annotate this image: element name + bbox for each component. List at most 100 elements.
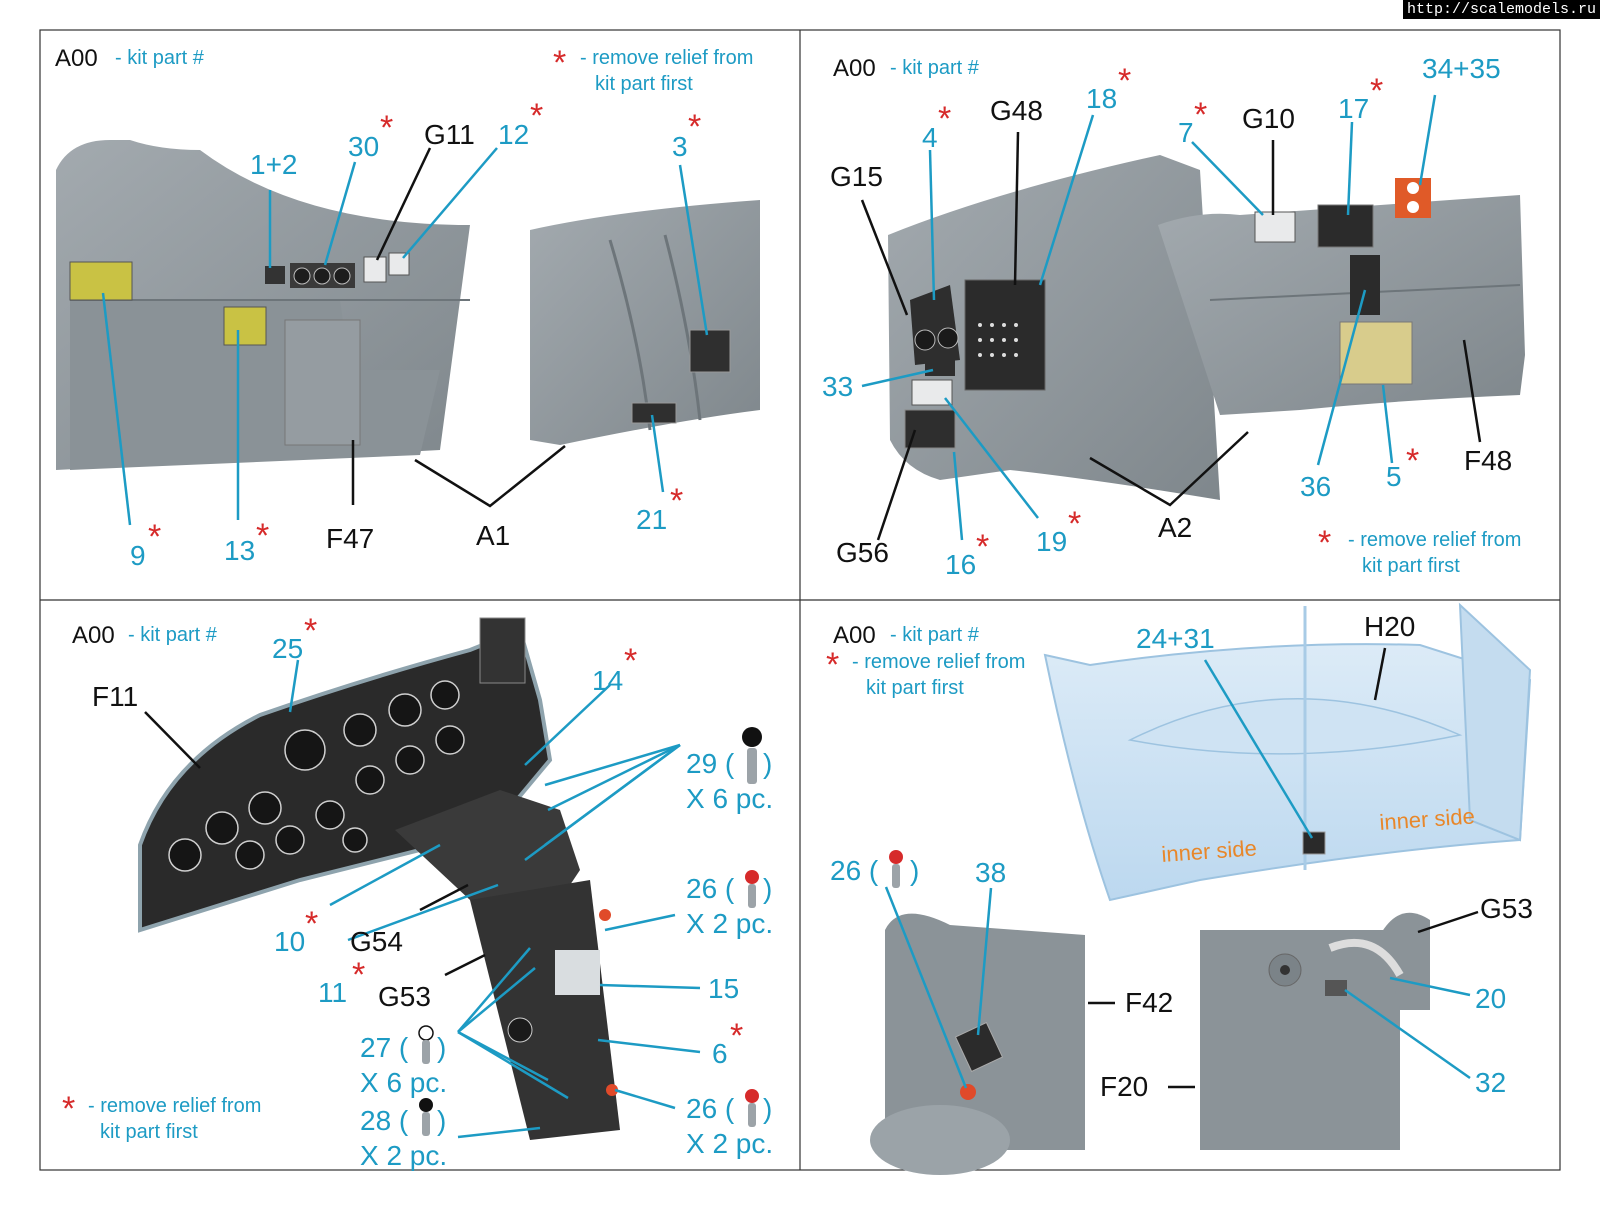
svg-text:*: * [304, 612, 317, 650]
panel-instrument-panel: A00 - kit part # [62, 612, 773, 1171]
panel-left-sidewall: A00 - kit part # * - remove relief from … [55, 44, 760, 571]
callout-26-bottom-close: ) [763, 1093, 772, 1124]
switch-part-1-2 [265, 266, 285, 284]
legend-part-code-3: A00 [72, 622, 115, 649]
sidewall-curved-section [530, 200, 760, 445]
callout-34-35: 34+35 [1422, 53, 1501, 84]
switch-box-part-15 [555, 950, 600, 995]
panel-canopy-and-seat: A00 - kit part # * - remove relief from … [826, 602, 1533, 1175]
console-g54 [395, 790, 580, 910]
callout-g48: G48 [990, 95, 1043, 126]
panel-part-19 [911, 379, 953, 406]
placard-part-36 [1350, 255, 1380, 315]
callout-f20: F20 [1100, 1071, 1148, 1102]
control-box-part-g48 [964, 279, 1046, 391]
leader-lines-black [351, 147, 566, 508]
callout-a1: A1 [476, 520, 510, 551]
callout-24-31: 24+31 [1136, 623, 1215, 654]
callout-26-top-qty: X 2 pc. [686, 908, 773, 939]
svg-text:*: * [688, 108, 701, 146]
callout-3: 3 [672, 131, 688, 162]
callout-g11: G11 [424, 119, 475, 150]
svg-text:*: * [1406, 442, 1419, 480]
svg-text:*: * [938, 100, 951, 138]
callout-f11: F11 [92, 681, 138, 712]
seat-f20 [1200, 930, 1400, 1150]
panel-part-17 [1317, 204, 1374, 248]
callout-26-top-close: ) [763, 873, 772, 904]
callout-27: 27 ( [360, 1032, 409, 1063]
svg-text:*: * [256, 517, 269, 555]
svg-text:*: * [352, 956, 365, 994]
callout-20: 20 [1475, 983, 1506, 1014]
callout-g56: G56 [836, 537, 889, 568]
peg-icon-28 [419, 1098, 433, 1136]
peg-icon-29 [742, 727, 762, 784]
callout-27-qty: X 6 pc. [360, 1067, 447, 1098]
legend-remove-line1-2: - remove relief from [1348, 529, 1521, 551]
callout-f47: F47 [326, 523, 374, 554]
svg-text:*: * [1118, 62, 1131, 100]
callout-26-bottom-qty: X 2 pc. [686, 1128, 773, 1159]
leader-lines-black-3 [144, 711, 486, 977]
callout-28-close: ) [437, 1105, 446, 1136]
leader-lines-blue-2 [861, 94, 1437, 541]
callout-14: 14 [592, 665, 623, 696]
panel-part-3 [689, 329, 731, 373]
leader-lines-black-2 [860, 131, 1482, 541]
callout-26-top: 26 ( [686, 873, 735, 904]
callout-16: 16 [945, 549, 976, 580]
callout-7: 7 [1178, 117, 1194, 148]
legend-remove-line1-4: - remove relief from [852, 651, 1025, 673]
panel-part-g10 [1254, 211, 1296, 243]
legend-remove-line1-3: - remove relief from [88, 1095, 261, 1117]
callout-g15: G15 [830, 161, 883, 192]
callout-h20: H20 [1364, 611, 1415, 642]
callout-27-close: ) [437, 1032, 446, 1063]
callout-4: 4 [922, 122, 938, 153]
peg-icon-26-seat [889, 850, 903, 888]
sidewall-a2-right [1158, 195, 1525, 415]
callout-g54: G54 [350, 926, 403, 957]
callout-18: 18 [1086, 83, 1117, 114]
svg-text:*: * [670, 482, 683, 520]
canopy-h20 [1043, 643, 1532, 902]
callout-12: 12 [498, 119, 529, 150]
callout-11: 11 [318, 977, 347, 1008]
callout-30: 30 [348, 131, 379, 162]
placard-part-9 [69, 261, 133, 301]
console-g53 [470, 880, 620, 1140]
legend-remove-line1: - remove relief from [580, 47, 753, 69]
svg-text:*: * [530, 97, 543, 135]
peg-part-26 [960, 1084, 976, 1100]
panel-right-sidewall: A00 - kit part # [822, 53, 1525, 580]
legend-star: * [553, 44, 566, 82]
callout-g53-seat: G53 [1480, 893, 1533, 924]
svg-text:*: * [1068, 505, 1081, 543]
callout-f48: F48 [1464, 445, 1512, 476]
callout-36: 36 [1300, 471, 1331, 502]
callout-5: 5 [1386, 461, 1402, 492]
callout-28-qty: X 2 pc. [360, 1140, 447, 1171]
panel-part-21 [631, 402, 677, 424]
legend-remove-line2-2: kit part first [1362, 555, 1460, 577]
callout-1-2: 1+2 [250, 149, 298, 180]
sidewall-a2-left [888, 155, 1220, 500]
gauges-part-30 [290, 263, 355, 288]
leader-lines-blue [101, 147, 709, 526]
callout-26: 26 ( [830, 855, 879, 886]
callout-19: 19 [1036, 526, 1067, 557]
callout-21: 21 [636, 504, 667, 535]
callout-29: 29 ( [686, 748, 735, 779]
leader-lines-black-4 [1088, 647, 1479, 1089]
callout-29-close: ) [763, 748, 772, 779]
callout-13: 13 [224, 535, 255, 566]
svg-text:*: * [976, 528, 989, 566]
svg-text:*: * [624, 642, 637, 680]
gauge-cluster-part-4 [910, 285, 960, 365]
legend-star-2: * [1318, 524, 1331, 562]
legend-remove-line2-3: kit part first [100, 1121, 198, 1143]
svg-text:*: * [148, 518, 161, 556]
panel-part-33 [925, 360, 955, 376]
